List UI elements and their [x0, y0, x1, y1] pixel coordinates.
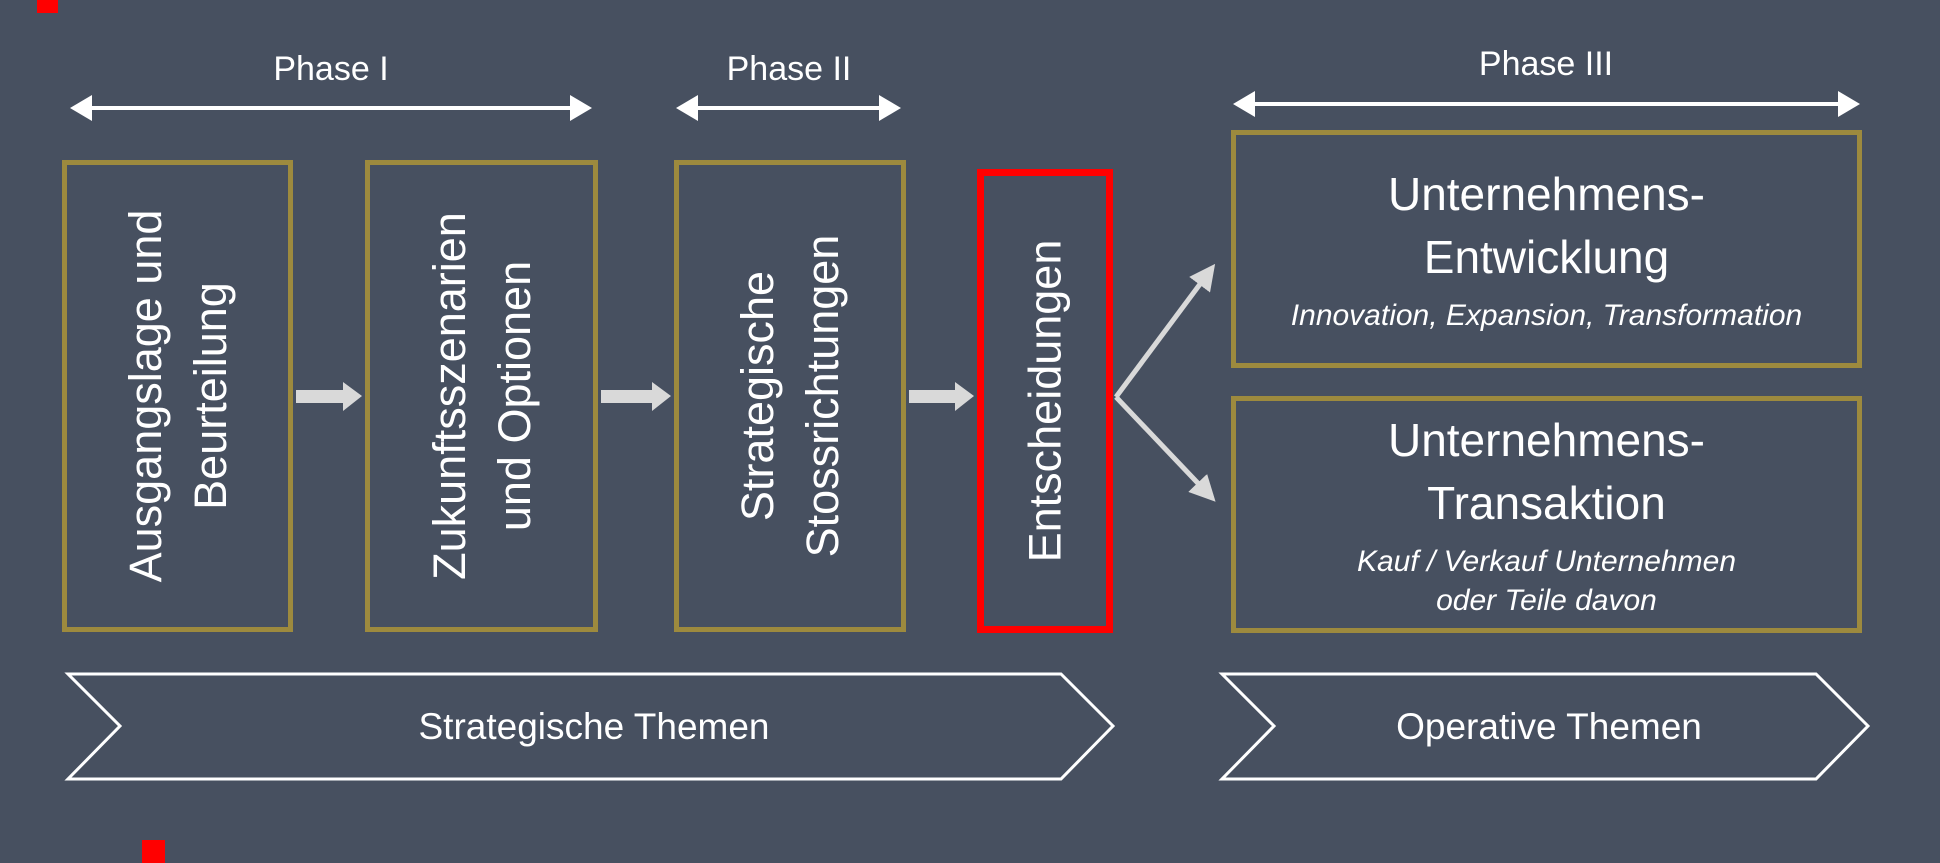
process-box-entscheidungen: Entscheidungen: [977, 169, 1113, 633]
branch-arrow-top: [1113, 263, 1216, 399]
banner-strategic-label: Strategische Themen: [418, 706, 770, 747]
outcome-box-transaktion-title: Unternehmens- Transaktion: [1387, 414, 1706, 529]
phase-2-arrow: [676, 95, 901, 121]
process-box-stossrichtungen: Strategische Stossrichtungen: [674, 160, 906, 632]
phase-3-arrow: [1233, 91, 1860, 117]
red-marker-bottom-left: [142, 840, 165, 863]
phase-2-label: Phase II: [726, 50, 852, 88]
outcome-box-entwicklung-title: Unternehmens- Entwicklung: [1387, 168, 1706, 283]
branch-arrow-bottom: [1114, 395, 1216, 502]
phase-3-label: Phase III: [1478, 45, 1614, 83]
phase-1-arrow: [70, 95, 592, 121]
outcome-box-transaktion: Unternehmens- Transaktion Kauf / Verkauf…: [1231, 396, 1862, 633]
outcome-box-entwicklung-subtitle: Innovation, Expansion, Transformation: [1290, 298, 1803, 332]
banner-operative-label: Operative Themen: [1396, 706, 1702, 747]
process-box-ausgangslage-label: Ausgangslage und Beurteilung: [119, 209, 236, 583]
process-box-entscheidungen-label: Entscheidungen: [1019, 239, 1071, 563]
banner-operative-shape: [1218, 672, 1871, 781]
process-box-zukunftsszenarien: Zukunftsszenarien und Optionen: [365, 160, 598, 632]
connector-arrow-3: [909, 382, 974, 411]
outcome-box-transaktion-subtitle: Kauf / Verkauf Unternehmen oder Teile da…: [1356, 544, 1737, 617]
phase-1-label: Phase I: [273, 50, 389, 88]
banner-strategic-shape: [64, 672, 1116, 781]
red-marker-top-left: [37, 0, 58, 13]
connector-arrow-1: [296, 382, 362, 411]
outcome-box-entwicklung: Unternehmens- Entwicklung Innovation, Ex…: [1231, 130, 1862, 368]
process-box-stossrichtungen-label: Strategische Stossrichtungen: [731, 234, 848, 558]
process-box-zukunftsszenarien-label: Zukunftsszenarien und Optionen: [423, 212, 540, 580]
connector-arrow-2: [601, 382, 671, 411]
process-box-ausgangslage: Ausgangslage und Beurteilung: [62, 160, 293, 632]
